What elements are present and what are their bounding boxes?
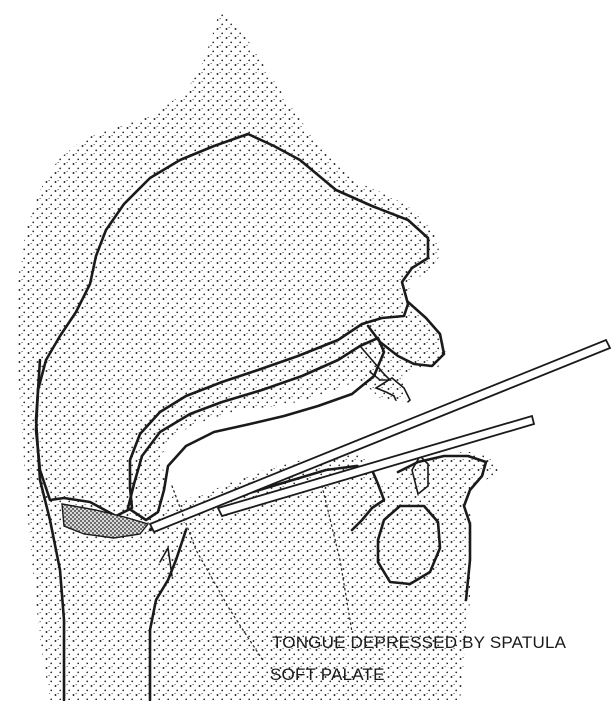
label-tongue-depressed-by-spatula: TONGUE DEPRESSED BY SPATULA	[272, 633, 567, 652]
label-soft-palate: SOFT PALATE	[270, 665, 385, 684]
face-stippled-region	[16, 10, 498, 700]
